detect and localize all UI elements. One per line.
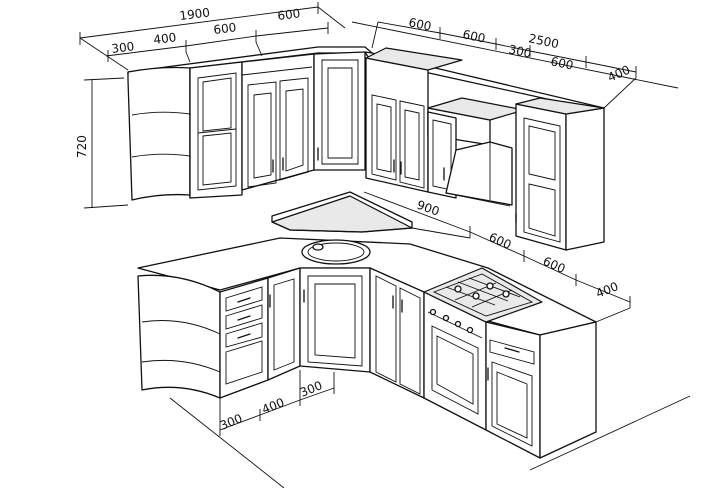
- dim-lower-right-600-b: 600: [541, 254, 568, 276]
- dim-upper-right-400: 400: [606, 63, 633, 85]
- dim-2500: 2500: [527, 31, 560, 51]
- lower-cabinets: [137, 191, 597, 459]
- dim-lower-right-400: 400: [594, 279, 620, 301]
- dim-lower-left-300-b: 300: [298, 378, 324, 400]
- dimension-lines: [79, 2, 691, 488]
- dim-lower-left-400: 400: [260, 395, 286, 417]
- dim-height-720: 720: [75, 135, 89, 158]
- drawer-unit: [219, 277, 269, 399]
- gas-hob: [423, 267, 543, 323]
- dim-lower-right-600-a: 600: [487, 230, 514, 252]
- dim-upper-right-600-c: 600: [549, 54, 574, 72]
- dim-lower-left-300: 300: [218, 411, 244, 433]
- dim-upper-left-400: 400: [153, 30, 177, 47]
- sink: [301, 239, 371, 265]
- upper-cabinets: [127, 46, 605, 251]
- dim-upper-right-600-b: 600: [461, 27, 486, 45]
- dim-upper-right-600-a: 600: [407, 15, 432, 33]
- upper-open-shelf: [127, 66, 191, 201]
- dim-upper-left-600-a: 600: [213, 20, 237, 37]
- lower-open-shelf: [137, 274, 221, 399]
- dimension-labels: 1900 300 400 600 600 600 600 2500 300 60…: [75, 5, 632, 432]
- dim-1900: 1900: [179, 5, 211, 23]
- dim-lower-900: 900: [415, 198, 441, 219]
- dim-upper-left-600-b: 600: [277, 6, 301, 23]
- dim-upper-right-300: 300: [507, 42, 532, 60]
- dim-upper-left-300: 300: [111, 39, 135, 56]
- range-hood: [445, 141, 513, 206]
